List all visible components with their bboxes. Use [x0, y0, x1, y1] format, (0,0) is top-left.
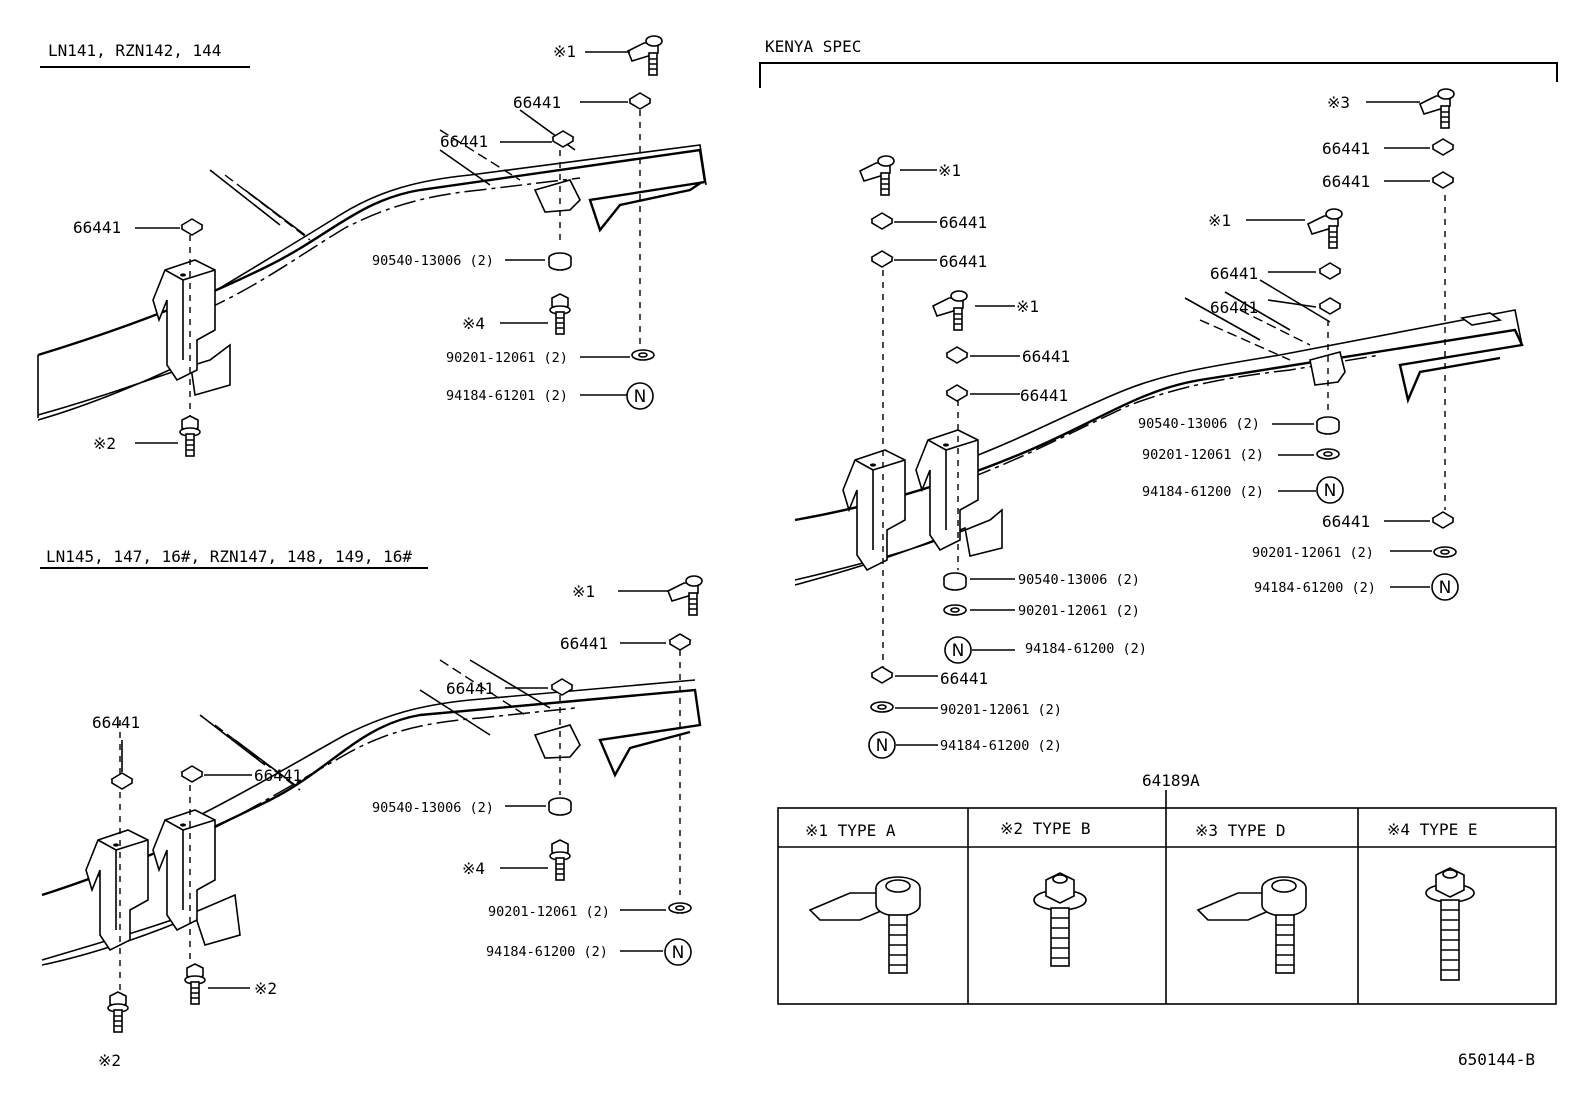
s3-right-part-94184: 94184-61200 (2) — [1142, 484, 1264, 500]
s3-left-part-66441: 66441 — [1022, 347, 1070, 366]
type-d-header: ※3 TYPE D — [1195, 821, 1285, 840]
s1-part-90201: 90201-12061 (2) — [446, 350, 568, 366]
type-a-header: ※1 TYPE A — [805, 821, 896, 840]
s2-part-66441: 66441 — [446, 679, 494, 698]
type-e-hex-bolt-icon — [1425, 867, 1475, 981]
s3-right-part-90201: 90201-12061 (2) — [1142, 447, 1264, 463]
type-e-header: ※4 TYPE E — [1387, 820, 1477, 839]
s3-right-part-94184: 94184-61200 (2) — [1254, 580, 1376, 596]
section-3-heading: KENYA SPEC — [765, 37, 861, 56]
s1-part-66441: 66441 — [73, 218, 121, 237]
type-b-header: ※2 TYPE B — [1000, 819, 1090, 838]
s1-part-66441: 66441 — [440, 132, 488, 151]
s3-left-part-94184: 94184-61200 (2) — [1025, 641, 1147, 657]
section-1-heading: LN141, RZN142, 144 — [48, 41, 221, 60]
s2-part-66441: 66441 — [560, 634, 608, 653]
s3-left-part-66441: 66441 — [1020, 386, 1068, 405]
group-code: 64189A — [1142, 771, 1200, 790]
s2-callout-2: ※2 — [254, 979, 277, 998]
s2-part-66441: 66441 — [92, 713, 140, 732]
s3-right-part-90201: 90201-12061 (2) — [1252, 545, 1374, 561]
s3-left-callout-1: ※1 — [938, 161, 961, 180]
s3-right-callout-1: ※1 — [1208, 211, 1231, 230]
s1-part-66441: 66441 — [513, 93, 561, 112]
s3-right-part-66441: 66441 — [1322, 139, 1370, 158]
s3-left-part-66441: 66441 — [940, 669, 988, 688]
s3-right-part-66441: 66441 — [1210, 264, 1258, 283]
s3-left-part-94184: 94184-61200 (2) — [940, 738, 1062, 754]
s3-left-part-66441: 66441 — [939, 213, 987, 232]
s3-left-part-66441: 66441 — [939, 252, 987, 271]
s2-part-90540: 90540-13006 (2) — [372, 800, 494, 816]
s1-part-94184: 94184-61201 (2) — [446, 388, 568, 404]
s1-callout-1: ※1 — [553, 42, 576, 61]
s2-part-90201: 90201-12061 (2) — [488, 904, 610, 920]
s2-callout-2: ※2 — [98, 1051, 121, 1070]
s2-part-94184: 94184-61200 (2) — [486, 944, 608, 960]
s1-callout-2: ※2 — [93, 434, 116, 453]
s3-left-callout-1: ※1 — [1016, 297, 1039, 316]
s2-part-66441: 66441 — [254, 766, 302, 785]
s3-right-part-90540: 90540-13006 (2) — [1138, 416, 1260, 432]
s3-right-part-66441: 66441 — [1322, 512, 1370, 531]
s3-right-callout-3: ※3 — [1327, 93, 1350, 112]
s1-part-90540: 90540-13006 (2) — [372, 253, 494, 269]
section-2-heading: LN145, 147, 16#, RZN147, 148, 149, 16# — [46, 547, 412, 566]
figure-id: 650144-B — [1458, 1050, 1535, 1069]
s3-right-part-66441: 66441 — [1210, 298, 1258, 317]
s3-right-part-66441: 66441 — [1322, 172, 1370, 191]
s3-left-part-90540: 90540-13006 (2) — [1018, 572, 1140, 588]
s3-left-part-90201: 90201-12061 (2) — [940, 702, 1062, 718]
type-d-clip-bolt-icon — [1196, 876, 1307, 974]
type-b-hex-bolt-icon — [1033, 872, 1087, 967]
s3-left-part-90201: 90201-12061 (2) — [1018, 603, 1140, 619]
type-a-clip-bolt-icon — [808, 876, 921, 974]
s2-callout-4: ※4 — [462, 859, 485, 878]
s2-callout-1: ※1 — [572, 582, 595, 601]
s1-callout-4: ※4 — [462, 314, 485, 333]
